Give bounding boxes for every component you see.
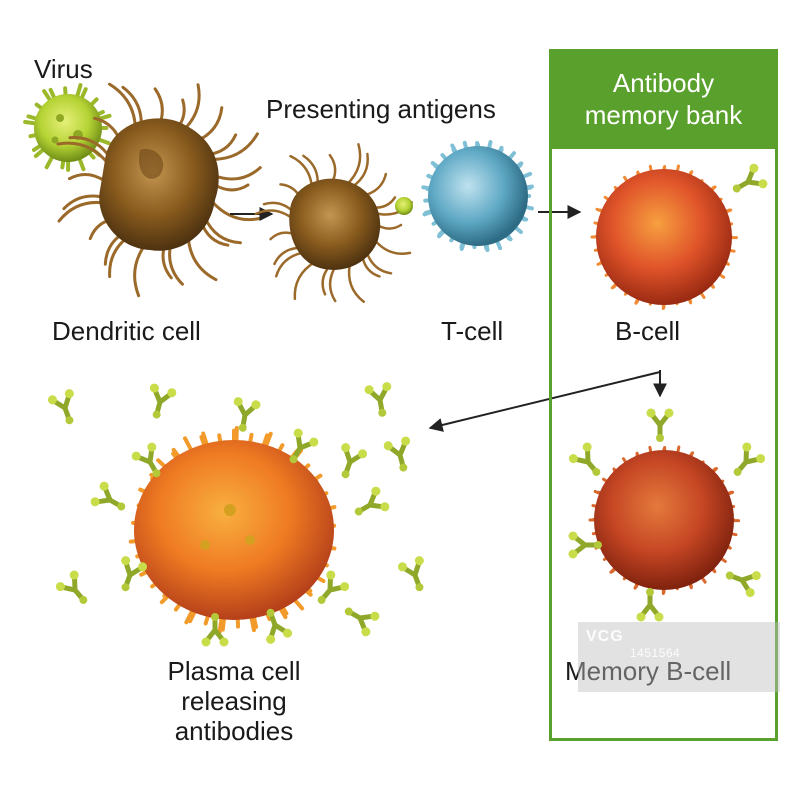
memory-bank-line-2: memory bank	[584, 100, 743, 130]
plasma-label-line-1: Plasma cell	[167, 656, 301, 686]
presenting-dendritic-cell	[254, 143, 414, 304]
memory-bank-line-1: Antibody	[612, 68, 715, 98]
plasma-cell-label: Plasma cell releasing antibodies	[124, 656, 344, 746]
plasma-cell	[128, 425, 337, 634]
virus-label: Virus	[34, 54, 93, 84]
t-cell-label: T-cell	[441, 316, 504, 346]
dendritic-cell	[56, 82, 264, 298]
b-cell	[590, 162, 769, 310]
watermark-logo: VCG	[586, 628, 624, 645]
presenting-antigens-label: Presenting antigens	[266, 94, 496, 124]
watermark-id: 1451564	[630, 646, 681, 660]
dendritic-cell-label: Dendritic cell	[52, 316, 201, 346]
virus-particle	[23, 83, 112, 172]
memory-b-cell-label: Memory B-cell	[565, 656, 732, 686]
t-cell	[421, 140, 534, 252]
plasma-label-line-2: releasing	[181, 686, 287, 716]
memory-b-cell	[567, 409, 767, 622]
plasma-label-line-3: antibodies	[174, 716, 294, 746]
watermark: VCG 1451564	[578, 622, 780, 692]
memory-bank-header: Antibody memory bank	[549, 49, 778, 149]
b-cell-label: B-cell	[615, 316, 681, 346]
arrow-bcell-to-plasma	[428, 371, 661, 432]
